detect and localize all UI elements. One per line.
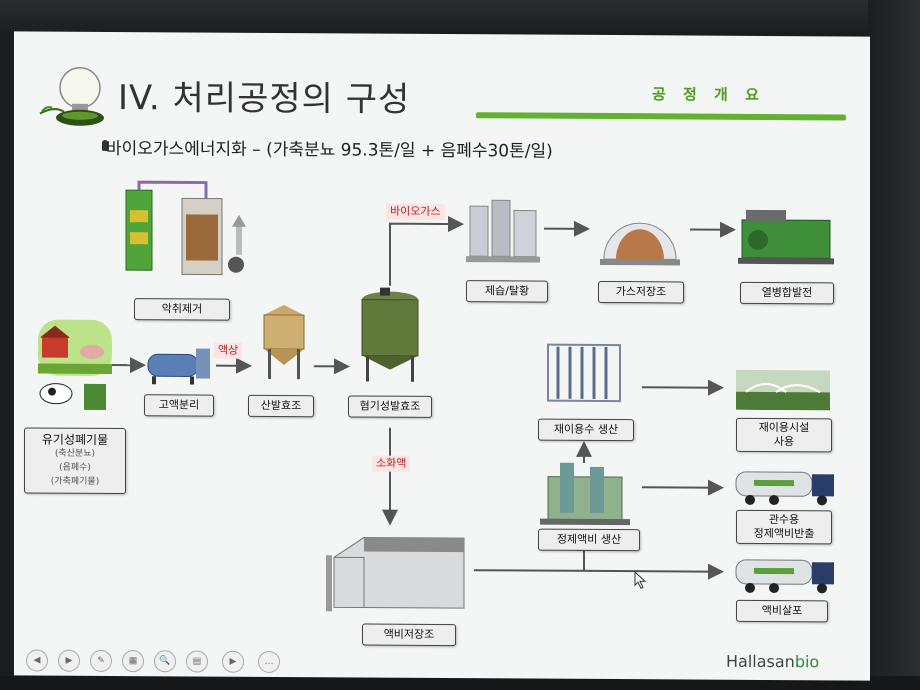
reuse-water-plant-illustration <box>547 343 621 403</box>
flow-arrows <box>110 216 736 580</box>
label-anaerobic-digester: 혐기성발효조 <box>348 395 432 418</box>
label-acid-fermentation-tank: 산발효조 <box>248 394 314 418</box>
mouse-cursor-icon <box>634 571 647 589</box>
tag-biogas: 바이오가스 <box>386 203 445 221</box>
tag-digestate: 소화액 <box>372 455 411 472</box>
odor-scrubber-illustration <box>125 180 246 276</box>
label-reuse-facility: 재이용시설 <box>758 420 810 435</box>
label-reuse-use: 사용 <box>773 435 795 449</box>
more-options-button[interactable]: … <box>258 650 280 674</box>
presentation-slide: IV. 처리공정의 구성 공 정 개 요 바이오가스에너지화 – (가축분뇨 9… <box>14 31 870 681</box>
livestock-farm-illustration <box>38 319 112 410</box>
tank-truck-illustration <box>735 471 834 506</box>
label-liquid-fertilizer-storage: 액비저장조 <box>362 623 456 647</box>
label-refined-fertilizer-export: 정제액비반출 <box>753 526 815 541</box>
brand-name: Hallasan <box>726 651 795 672</box>
reuse-facility-spray-illustration <box>736 369 830 411</box>
anaerobic-digester-illustration <box>361 287 419 382</box>
organic-waste-box: 유기성폐기물 (축산분뇨) (음폐수) (가축폐기물) <box>24 427 126 495</box>
chp-generator-illustration <box>738 209 834 265</box>
tag-liquid-phase: 액상 <box>214 342 243 359</box>
slide-overview-button[interactable]: ▦ <box>122 650 144 673</box>
label-organic-waste: 유기성폐기물 <box>41 432 109 447</box>
liquid-fertilizer-storage-illustration <box>326 537 465 612</box>
label-livestock-waste: (가축폐기물) <box>50 476 100 487</box>
label-gas-storage-tank: 가스저장조 <box>598 280 684 304</box>
brand-suffix: bio <box>794 652 820 672</box>
subtitles-button[interactable]: ▤ <box>186 650 208 673</box>
refined-fertilizer-plant-illustration <box>540 462 630 526</box>
pen-tool-button[interactable]: ✎ <box>90 649 112 672</box>
label-odor-removal: 악취제거 <box>134 298 230 321</box>
acid-fermentation-tank-illustration <box>263 305 305 380</box>
zoom-button[interactable]: 🔍 <box>154 650 176 673</box>
label-combined-heat-power: 열병합발전 <box>740 281 834 305</box>
gas-storage-dome-illustration <box>600 222 680 266</box>
reuse-facility-box: 재이용시설 사용 <box>736 417 832 453</box>
label-solid-liquid-separation: 고액분리 <box>144 394 214 417</box>
separator-illustration <box>147 348 210 385</box>
tank-truck-illustration <box>735 559 834 594</box>
monitor-bezel-right <box>868 0 920 690</box>
label-refined-fertilizer-production: 정제액비 생산 <box>538 528 640 552</box>
label-liquid-fertilizer-spreading: 액비살포 <box>736 599 828 623</box>
label-food-wastewater: (음폐수) <box>59 462 91 473</box>
label-dehumidify-desulfurize: 제습/탈황 <box>466 280 548 303</box>
label-reuse-water-production: 재이용수 생산 <box>538 418 634 442</box>
next-slide-button[interactable]: ▶ <box>58 649 80 672</box>
lightbulb-logo-icon <box>39 67 104 126</box>
desulfurization-unit-illustration <box>466 199 540 263</box>
video-button[interactable]: ▶ <box>222 650 244 673</box>
monitor-bezel-top <box>0 0 920 32</box>
label-livestock-manure: (축산분뇨) <box>54 448 96 459</box>
brand-logo: Hallasanbio <box>726 652 819 672</box>
previous-slide-button[interactable]: ◀ <box>26 649 48 672</box>
label-irrigation: 관수용 <box>768 512 800 527</box>
irrigation-box: 관수용 정제액비반출 <box>736 509 832 545</box>
